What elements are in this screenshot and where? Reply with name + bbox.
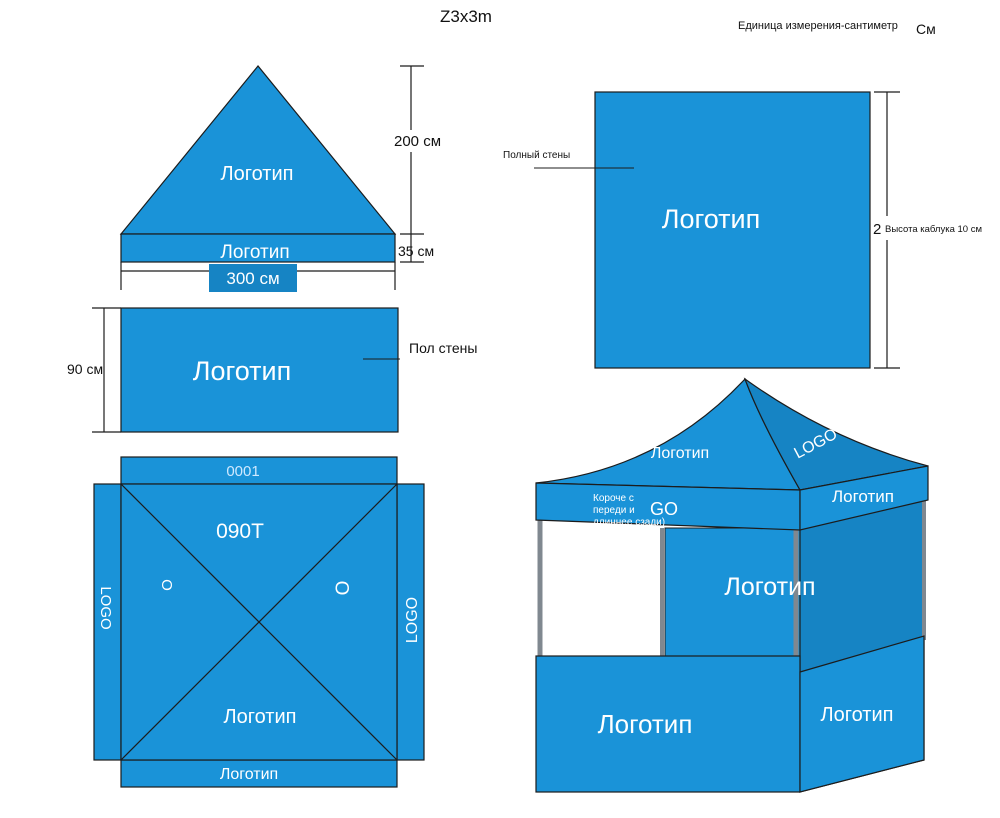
full-wall-height-label: 2 [873,221,881,238]
full-wall: Логотип Полный стены 2 Высота каблука 10… [503,91,996,369]
top-triangle-left-text: O [158,579,175,591]
top-valance-left [93,483,122,761]
top-triangle-bottom-text: Логотип [224,706,297,728]
roof-width-label: 300 см [226,269,279,288]
unit-short: См [916,21,936,37]
top-valance-right [396,483,425,761]
half-wall-callout: Пол стены [409,340,477,356]
roof-height-label-bg [393,130,451,152]
tent-valance-right [799,465,929,531]
half-wall-height-label: 90 см [67,361,103,377]
top-diagonal-2 [120,483,398,761]
roof-height-label: 200 см [394,133,441,150]
tent-back-wall-logo: Логотип [724,573,815,601]
full-wall-panel [594,91,871,369]
full-wall-height-label-bg [872,216,996,240]
tent-right-wall-logo: Логотип [821,704,894,726]
top-view: 0001 090T LOGO O O LOGO Логотип Логотип [93,456,425,788]
tent-right-half-wall [799,635,925,793]
top-valance-right-text: LOGO [404,597,421,643]
half-wall: Логотип 90 см Пол стены [67,307,477,433]
tent-roof-front-logo: Логотип [651,445,709,462]
top-valance-left-text: LOGO [97,586,114,629]
roof-panel: Логотип Логотип 200 см 35 см 300 см [119,65,451,292]
tent-front-wall-logo: Логотип [598,709,693,739]
roof-valance-logo: Логотип [220,242,289,263]
full-wall-logo: Логотип [662,204,760,234]
tent-valance-right-logo: Логотип [832,487,894,506]
full-wall-height-note: Высота каблука 10 см [885,224,982,235]
roof-width-label-bg [209,264,297,292]
unit-note: Единица измерения-сантиметр [738,20,898,32]
top-valance-top-text: 0001 [226,463,259,480]
full-wall-callout: Полный стены [503,150,570,161]
diagram-title: Z3x3m [440,7,492,26]
tent-front-half-wall [535,655,801,793]
top-triangle-top-text: 090T [216,520,264,543]
tent-valance-front-logo: GO [650,499,678,519]
valance-height-label: 35 см [398,243,434,259]
top-triangle-right-text: O [333,581,354,596]
roof-triangle [119,65,397,235]
roof-valance [120,233,396,263]
half-wall-logo: Логотип [193,356,291,386]
tent-back-wall [664,527,801,673]
roof-logo: Логотип [221,163,294,185]
top-valance-bottom-text: Логотип [220,766,278,783]
half-wall-panel [120,307,399,433]
